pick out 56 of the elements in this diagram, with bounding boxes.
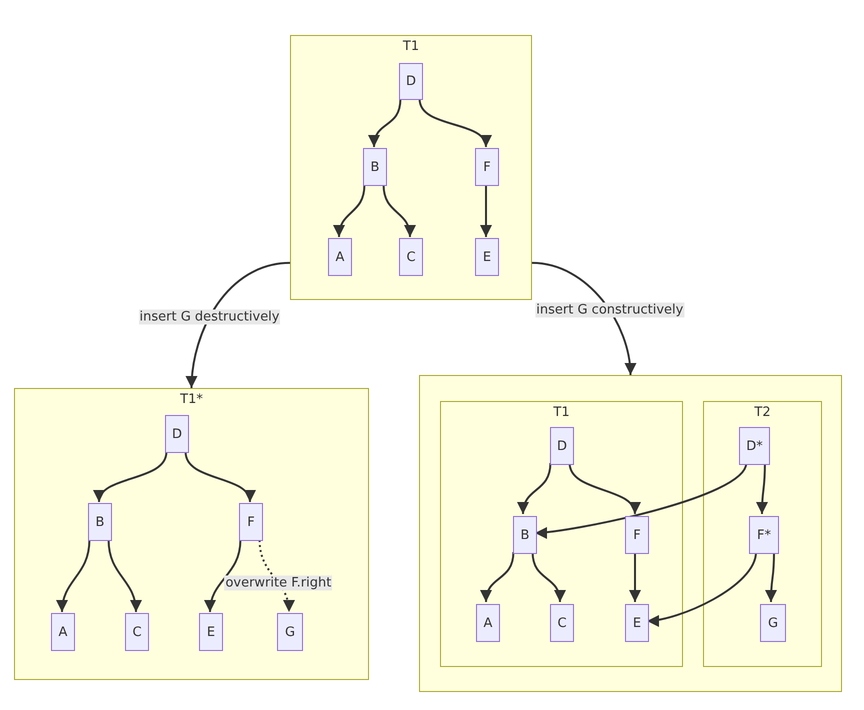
arrow	[184, 452, 254, 502]
group-title: T1*	[180, 392, 203, 407]
tree-node-box: D*	[739, 427, 770, 465]
arrow	[186, 262, 290, 388]
tree-node-box: F	[625, 516, 649, 554]
arrow	[568, 462, 638, 514]
dotted-arrow	[258, 540, 294, 612]
tree-node-box: C	[125, 613, 149, 651]
tree-node-box: C	[550, 604, 574, 642]
arrow	[96, 452, 168, 502]
arrow	[518, 462, 552, 514]
tree-node-box: A	[51, 613, 75, 651]
arrow	[334, 184, 366, 238]
arrow	[532, 552, 565, 602]
group-title: T1	[402, 39, 420, 54]
tree-node-box: E	[625, 604, 649, 642]
tree-node-box: G	[760, 604, 786, 642]
tree-node-box: F	[239, 503, 263, 541]
tree-node-box: B	[88, 503, 112, 541]
group-container	[14, 388, 369, 680]
group-container	[419, 375, 842, 692]
arrow	[629, 552, 641, 602]
edge-label: insert G destructively	[138, 310, 280, 325]
group-title: T2	[754, 405, 771, 420]
arrow	[204, 540, 242, 612]
edge-label: overwrite F.right	[224, 575, 332, 590]
arrow	[480, 185, 492, 237]
tree-node-box: D	[550, 427, 574, 465]
group-container	[440, 401, 683, 667]
edge-label: insert G constructively	[535, 302, 684, 318]
tree-node-box: G	[277, 613, 303, 651]
arrow	[765, 552, 778, 602]
arrow	[369, 98, 402, 148]
arrow	[56, 540, 90, 612]
group-title: T1	[553, 405, 570, 420]
arrow	[646, 552, 757, 626]
arrow	[534, 462, 748, 538]
tree-node-box: F*	[749, 516, 779, 554]
tree-node-box: F	[475, 148, 499, 186]
arrow	[418, 98, 490, 148]
tree-node-box: A	[328, 238, 352, 276]
tree-node-box: E	[475, 238, 499, 276]
tree-node-box: E	[199, 613, 223, 651]
group-container	[703, 401, 822, 667]
arrow	[382, 184, 415, 238]
arrow	[108, 540, 142, 612]
tree-node-box: C	[399, 238, 423, 276]
tree-node-box: D	[399, 63, 423, 100]
tree-node-box: A	[476, 604, 500, 642]
arrow	[756, 463, 768, 514]
arrow	[481, 552, 514, 602]
arrow	[532, 262, 636, 376]
tree-node-box: D	[165, 415, 189, 453]
tree-node-box: B	[363, 148, 387, 186]
group-container	[290, 35, 532, 300]
tree-node-box: B	[513, 516, 537, 554]
